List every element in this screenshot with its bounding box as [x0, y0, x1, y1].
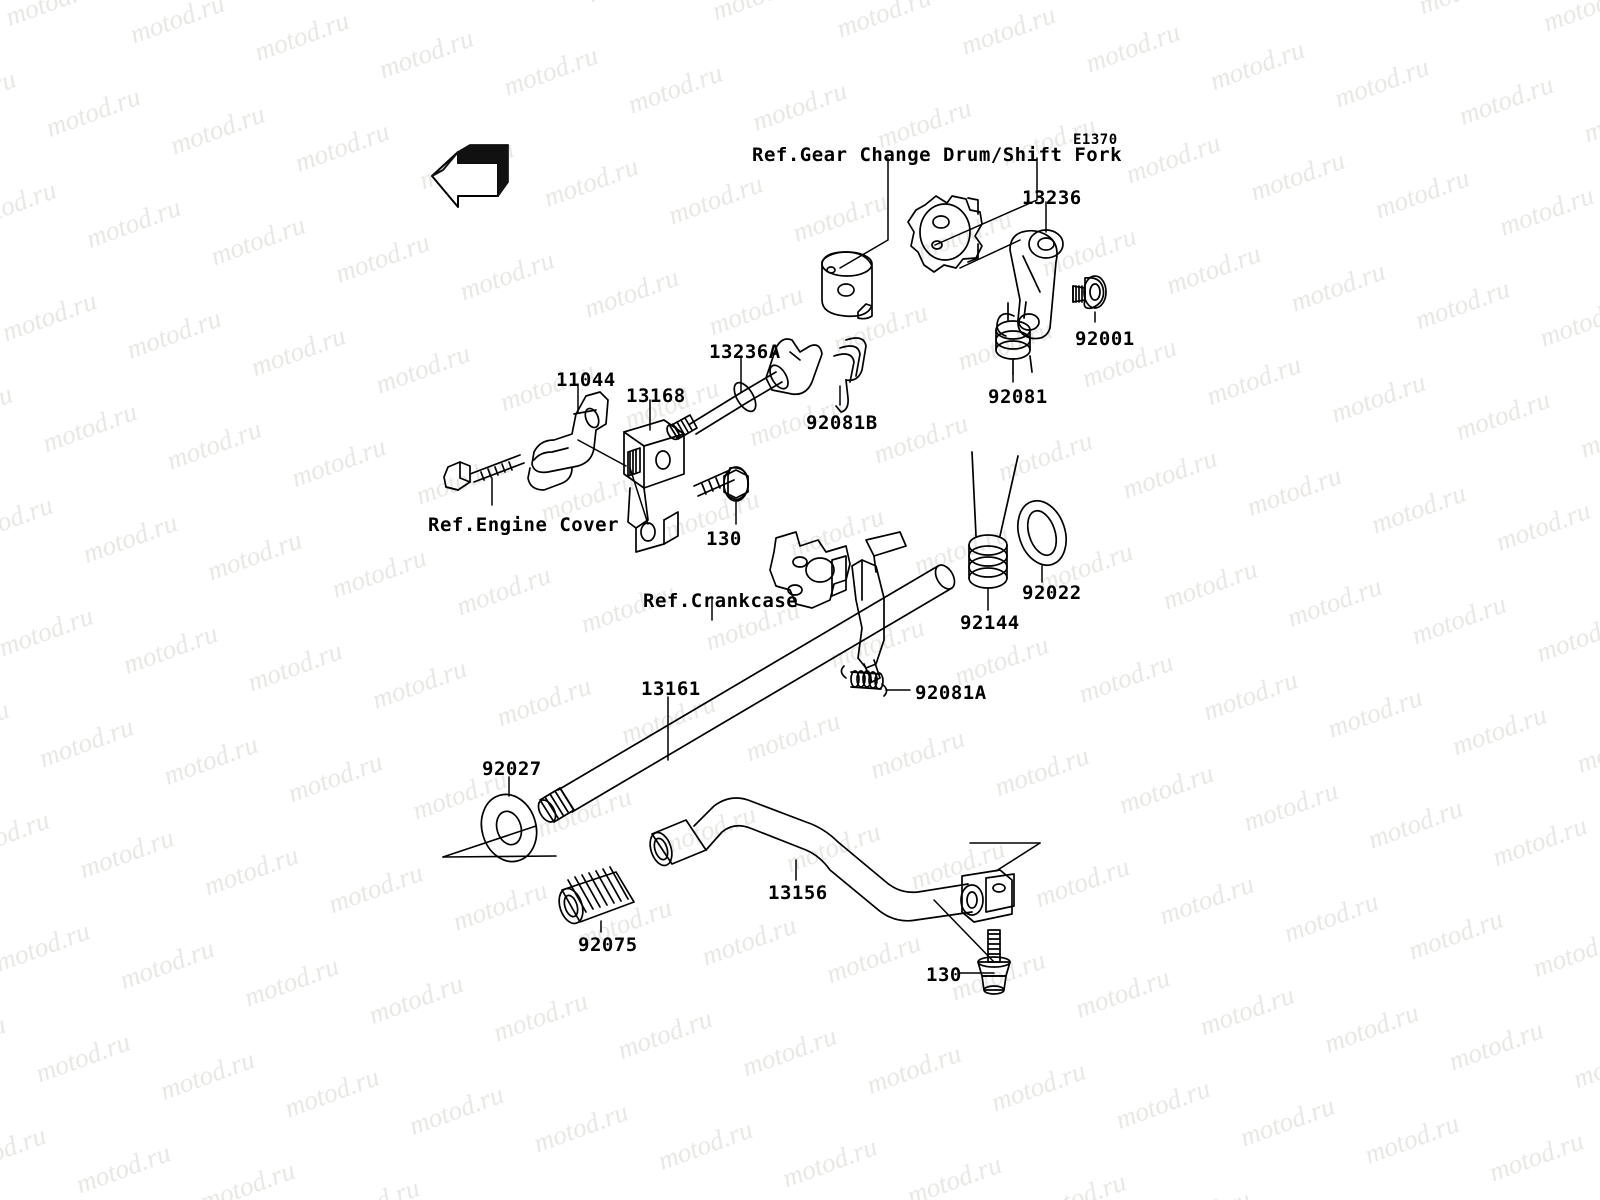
part-92144-return-spring — [968, 451, 1019, 589]
crankcase-bracket — [769, 531, 851, 609]
leader-lines — [491, 157, 1038, 621]
part-130-bolt-lower — [977, 929, 1011, 995]
part-11044-bracket — [527, 391, 609, 491]
part-number-130-lower: 130 — [926, 964, 962, 986]
part-number-92022: 92022 — [1022, 582, 1082, 604]
part-13156-pedal — [649, 797, 1015, 923]
ref-engine-cover: Ref.Engine Cover — [428, 514, 620, 536]
part-92001-bolt — [1072, 275, 1107, 310]
part-number-92081A: 92081A — [915, 682, 987, 704]
part-number-92027: 92027 — [482, 758, 542, 780]
part-92075-rubber-grip — [558, 866, 635, 925]
ref-gear-change-drum-shift-fork: Ref.Gear Change Drum/Shift Fork — [752, 144, 1123, 166]
part-number-11044: 11044 — [556, 369, 616, 391]
part-92081-torsion-spring — [995, 301, 1033, 375]
engine-cover-bolt — [443, 454, 525, 491]
part-number-92144: 92144 — [960, 612, 1020, 634]
shift-arm-pawl — [851, 531, 907, 683]
part-number-92001: 92001 — [1075, 328, 1135, 350]
part-leader-lines — [508, 201, 1096, 974]
part-number-13236A: 13236A — [709, 341, 781, 363]
ref-crankcase: Ref.Crankcase — [643, 590, 799, 612]
shift-drum-assembly — [907, 195, 983, 273]
part-number-13161: 13161 — [641, 678, 701, 700]
part-number-130-upper: 130 — [706, 528, 742, 550]
part-92022-washer — [1017, 499, 1067, 567]
part-13168-lever-clamp — [623, 419, 685, 553]
part-92027-collar — [480, 793, 538, 863]
part-92081B-spring — [833, 337, 867, 413]
part-number-92081B: 92081B — [806, 412, 878, 434]
front-arrow-badge — [431, 144, 509, 208]
shift-drum-cam — [821, 251, 873, 320]
part-13236-lever-arm — [1009, 229, 1064, 340]
diagram-code: E1370 — [1073, 132, 1118, 148]
part-13161-shift-shaft — [537, 564, 956, 823]
part-number-92075: 92075 — [578, 934, 638, 956]
part-13236A-shift-shaft — [666, 338, 823, 441]
part-number-13236: 13236 — [1022, 187, 1082, 209]
part-number-92081: 92081 — [988, 386, 1048, 408]
part-number-13156: 13156 — [768, 882, 828, 904]
assembly-direction-markers — [442, 825, 1041, 872]
part-130-bolt-upper — [693, 466, 750, 502]
part-92081A-pawl-spring — [840, 665, 888, 697]
part-number-13168: 13168 — [626, 385, 686, 407]
